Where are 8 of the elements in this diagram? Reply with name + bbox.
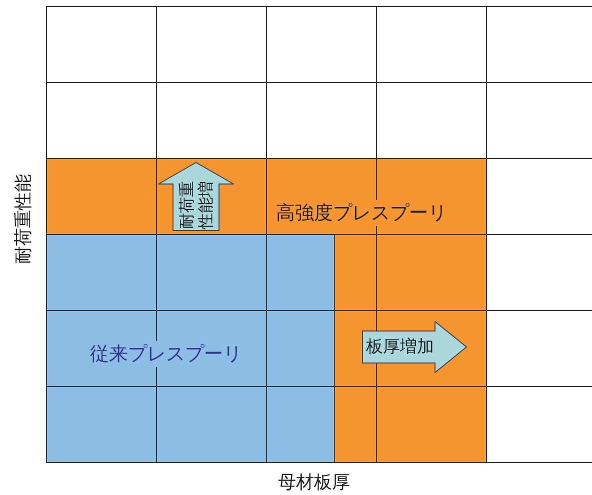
arrow-label: 耐荷重性能増 [177,180,215,229]
region-box [46,158,487,462]
arrow-box [362,321,467,373]
axis-label: 耐荷重性能 [12,173,35,266]
arrow-box [158,162,234,231]
region-box [46,234,335,462]
arrow-label: 板厚増加 [366,336,434,358]
axis-label: 母材板厚 [278,471,350,494]
